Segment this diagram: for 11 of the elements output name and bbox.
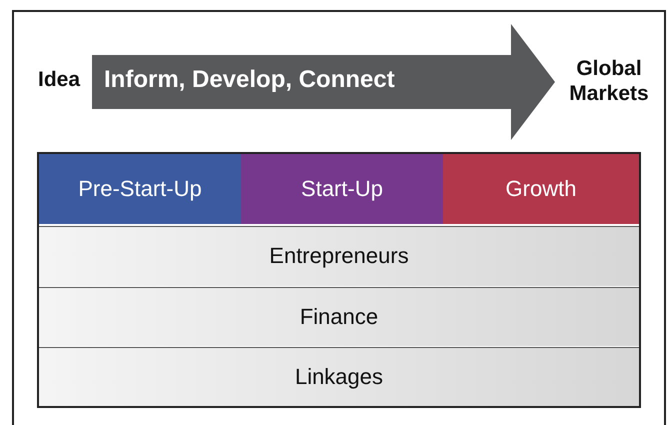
- stage-header: Pre-Start-Up: [39, 154, 241, 224]
- edge-label: Inform, Develop, Connect: [104, 66, 395, 94]
- pillar-row: Finance: [39, 287, 639, 346]
- end-label: Global Markets: [558, 44, 660, 118]
- pillar-row: Entrepreneurs: [39, 226, 639, 286]
- stage-header: Growth: [443, 154, 639, 224]
- stage-header: Start-Up: [241, 154, 443, 224]
- pillar-row: Linkages: [39, 347, 639, 406]
- stage-table: [37, 152, 641, 408]
- start-label: Idea: [30, 62, 88, 98]
- arrow: [92, 24, 555, 140]
